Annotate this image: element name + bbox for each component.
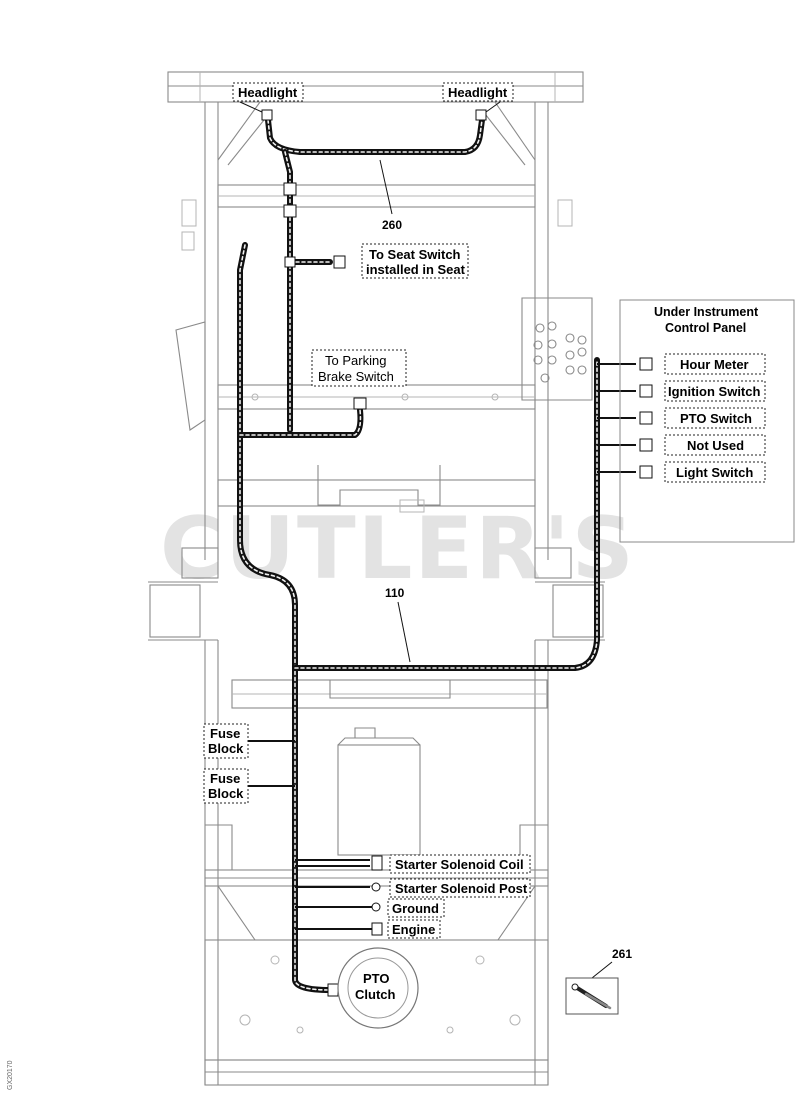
svg-text:Block: Block [208, 741, 244, 756]
svg-text:Fuse: Fuse [210, 726, 240, 741]
label-hour-meter: Hour Meter [664, 353, 766, 375]
svg-text:Starter Solenoid Coil: Starter Solenoid Coil [395, 857, 524, 872]
svg-text:Headlight: Headlight [238, 85, 298, 100]
drawing-reference-code: GX20170 [7, 1060, 14, 1090]
label-ground: Ground [387, 898, 445, 918]
svg-text:Block: Block [208, 786, 244, 801]
ignition-switch-connector [639, 384, 653, 398]
svg-text:Headlight: Headlight [448, 85, 508, 100]
part-number-260: 260 [382, 218, 402, 232]
light-switch-connector [639, 465, 653, 479]
hour-meter-connector [639, 357, 653, 371]
label-parking-brake: To Parking Brake Switch [311, 349, 407, 387]
pto-clutch-label-line1: PTO [363, 971, 390, 986]
label-light-switch: Light Switch [664, 461, 766, 483]
svg-text:Brake Switch: Brake Switch [318, 369, 394, 384]
svg-text:Ignition Switch: Ignition Switch [668, 384, 760, 399]
label-engine: Engine [387, 919, 441, 939]
part-261-detail [565, 977, 619, 1015]
part-number-110: 110 [385, 586, 405, 600]
label-fuse-block-1: Fuse Block [203, 723, 249, 759]
label-pto-switch: PTO Switch [664, 407, 766, 429]
svg-text:Not Used: Not Used [687, 438, 744, 453]
instrument-control-panel: Under Instrument Control Panel [619, 299, 795, 543]
harness-260-connector-b [283, 204, 297, 218]
svg-text:To Seat Switch: To Seat Switch [369, 247, 461, 262]
svg-text:Light Switch: Light Switch [676, 465, 753, 480]
label-not-used: Not Used [664, 434, 766, 456]
ground-terminal [371, 902, 381, 912]
pto-clutch-label-line2: Clutch [355, 987, 396, 1002]
svg-text:Engine: Engine [392, 922, 435, 937]
rear-branches [295, 859, 372, 930]
label-headlight-left: Headlight [232, 82, 304, 102]
starter-coil-connector [371, 855, 383, 871]
svg-text:installed in Seat: installed in Seat [366, 262, 466, 277]
watermark: CUTLER'S [160, 499, 636, 599]
part-number-261: 261 [612, 947, 632, 961]
label-fuse-block-2: Fuse Block [203, 768, 249, 804]
pto-clutch-connector [327, 983, 339, 997]
svg-text:PTO Switch: PTO Switch [680, 411, 752, 426]
label-headlight-right: Headlight [442, 82, 514, 102]
engine-connector [371, 922, 383, 936]
svg-text:To Parking: To Parking [325, 353, 386, 368]
label-ignition-switch: Ignition Switch [664, 380, 766, 402]
not-used-connector [639, 438, 653, 452]
starter-post-terminal [371, 882, 381, 892]
svg-text:Starter Solenoid Post: Starter Solenoid Post [395, 881, 528, 896]
harness-110 [237, 242, 600, 993]
headlight-right-connector [475, 109, 487, 121]
svg-text:Ground: Ground [392, 901, 439, 916]
label-seat-switch: To Seat Switch installed in Seat [361, 243, 469, 279]
svg-text:Fuse: Fuse [210, 771, 240, 786]
panel-title-line2: Control Panel [665, 321, 746, 335]
harness-260 [265, 117, 485, 433]
parking-brake-connector [353, 397, 367, 410]
headlight-left-connector [261, 109, 273, 121]
junction-connector [284, 256, 296, 268]
svg-text:Hour Meter: Hour Meter [680, 357, 749, 372]
pto-switch-connector [639, 411, 653, 425]
panel-title-line1: Under Instrument [654, 305, 759, 319]
harness-260-connector-a [283, 182, 297, 196]
instrument-branches [597, 363, 636, 473]
seat-switch-connector [333, 255, 346, 269]
label-starter-solenoid-post: Starter Solenoid Post [389, 878, 531, 898]
label-starter-solenoid-coil: Starter Solenoid Coil [389, 854, 531, 874]
pto-clutch: PTO Clutch [337, 947, 419, 1029]
